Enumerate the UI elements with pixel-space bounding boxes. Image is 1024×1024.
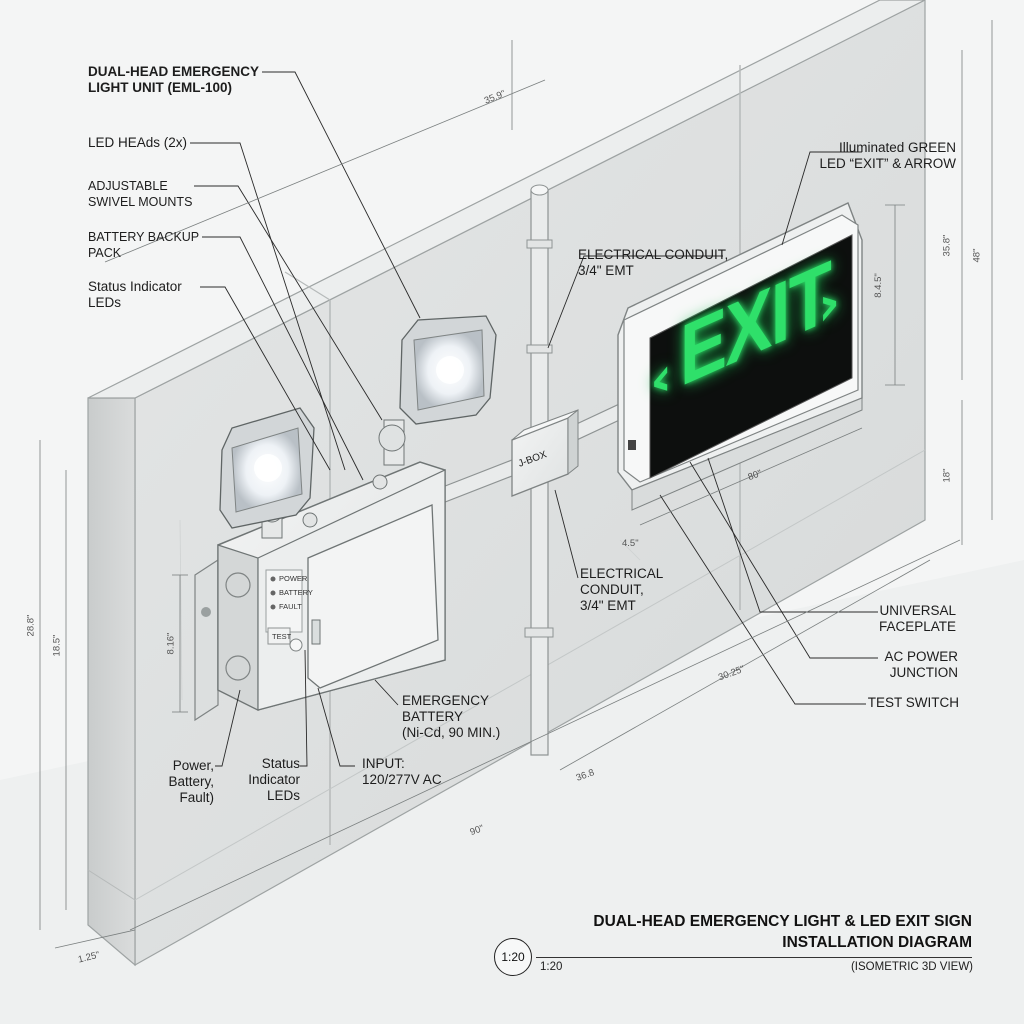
junction-box bbox=[511, 408, 579, 497]
panel-battery-label: BATTERY bbox=[279, 588, 313, 597]
title-line-2: INSTALLATION DIAGRAM bbox=[782, 934, 972, 951]
dim-sign-depth: 4.5" bbox=[622, 538, 639, 549]
test-switch[interactable] bbox=[290, 639, 302, 651]
callout-battery-pack: BATTERY BACKUP PACK bbox=[88, 230, 200, 260]
title-line-1: DUAL-HEAD EMERGENCY LIGHT & LED EXIT SIG… bbox=[593, 913, 972, 930]
scale-circle: 1:20 bbox=[494, 938, 532, 976]
callout-unit-title: DUAL-HEAD EMERGENCY LIGHT UNIT (EML-100) bbox=[88, 64, 260, 95]
title-rule bbox=[536, 957, 972, 958]
dim-height-right-a: 35.8" bbox=[941, 234, 953, 257]
panel-power-label: POWER bbox=[279, 574, 308, 583]
callout-status-leds-top: Status Indicator LEDs bbox=[88, 279, 182, 310]
view-label: (ISOMETRIC 3D VIEW) bbox=[850, 961, 973, 973]
dimension-lines bbox=[39, 20, 993, 949]
exit-sign bbox=[617, 202, 863, 511]
dim-below-sign: 18" bbox=[941, 468, 953, 483]
dim-sign-height: 8.4.5" bbox=[872, 273, 884, 298]
callout-led-heads: LED HEAds (2x) bbox=[88, 135, 188, 150]
callout-emergency-battery: EMERGENCY BATTERY (Ni-Cd, 90 MIN.) bbox=[402, 693, 501, 740]
callout-faceplate: UNIVERSAL FACEPLATE bbox=[878, 603, 956, 634]
panel-fault-label: FAULT bbox=[279, 602, 302, 611]
callout-exit-legend: Illuminated GREEN LED “EXIT” & ARROW bbox=[819, 140, 956, 171]
scale-text: 1:20 bbox=[540, 961, 563, 973]
panel-test-label: TEST bbox=[272, 632, 292, 641]
exit-arrow-left: ‹ bbox=[650, 342, 673, 415]
callout-status-leds-bottom: Status Indicator LEDs bbox=[248, 756, 300, 803]
callout-input: INPUT: 120/277V AC bbox=[362, 756, 442, 787]
callout-swivel-mounts: ADJUSTABLE SWIVEL MOUNTS bbox=[88, 179, 193, 209]
exit-arrow-right: › bbox=[818, 267, 841, 341]
dim-left-b: 18.5" bbox=[51, 634, 63, 657]
callout-power-battery-fault: Power, Battery, Fault) bbox=[168, 758, 214, 805]
emergency-light-unit bbox=[194, 315, 497, 722]
dim-unit-height: 8.16" bbox=[165, 632, 177, 655]
callout-ac-junction: AC POWER JUNCTION bbox=[884, 649, 958, 680]
callout-test-switch: TEST SWITCH bbox=[867, 695, 959, 710]
callout-conduit-top: ELECTRICAL CONDUIT, 3/4" EMT bbox=[578, 247, 729, 278]
dim-left-a: 28.8" bbox=[25, 614, 37, 637]
callout-conduit-bottom: ELECTRICAL CONDUIT, 3/4" EMT bbox=[580, 566, 664, 613]
scale-circle-text: 1:20 bbox=[501, 950, 525, 964]
dim-height-right-b: 48" bbox=[971, 248, 983, 263]
leader-lines bbox=[190, 71, 878, 767]
led-head-left bbox=[219, 407, 315, 529]
led-head-right bbox=[399, 315, 497, 425]
